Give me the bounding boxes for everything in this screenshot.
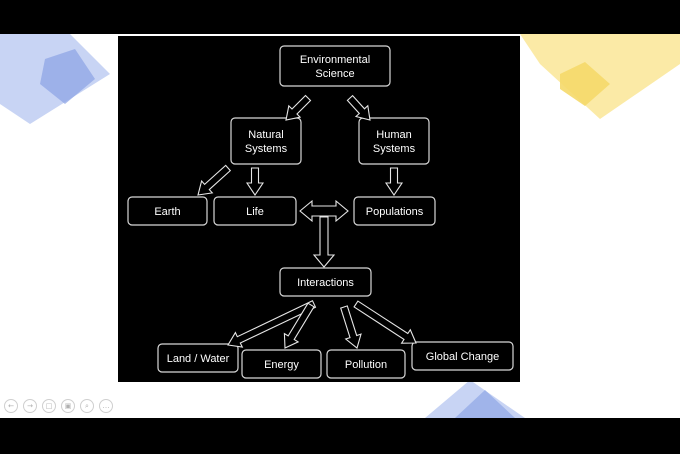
node-label: Science <box>315 68 354 80</box>
svg-text:Global Change: Global Change <box>426 351 499 363</box>
more-icon[interactable]: … <box>99 399 113 413</box>
next-icon[interactable]: → <box>23 399 37 413</box>
svg-text:Life: Life <box>246 206 264 218</box>
node-label: Systems <box>245 143 288 155</box>
prev-icon[interactable]: ← <box>4 399 18 413</box>
arrow-interactions-to-global-change <box>353 300 417 344</box>
node-label: Interactions <box>297 277 354 289</box>
arrow-interactions-to-pollution <box>340 305 362 349</box>
arrow-human-to-populations <box>384 167 404 196</box>
node-label: Human <box>376 129 411 141</box>
arrow-interactions-to-energy <box>283 302 315 349</box>
zoom-icon[interactable]: ⌕ <box>80 399 94 413</box>
node-label: Natural <box>248 129 283 141</box>
node-land-water: Land / Water <box>157 343 239 373</box>
node-label: Global Change <box>426 351 499 363</box>
node-label: Life <box>246 206 264 218</box>
svg-text:Energy: Energy <box>264 359 299 371</box>
yellow-diamond-decoration <box>520 34 680 119</box>
svg-text:Interactions: Interactions <box>297 277 354 289</box>
node-pollution: Pollution <box>326 349 406 379</box>
node-label: Environmental <box>300 54 370 66</box>
image-icon[interactable]: ▣ <box>61 399 75 413</box>
blue-diamond-decoration <box>0 34 110 124</box>
arrow-life-populations-bidirectional <box>299 199 349 223</box>
node-life: Life <box>213 196 297 226</box>
node-label: Land / Water <box>167 353 230 365</box>
node-label: Populations <box>366 206 424 218</box>
node-label: Systems <box>373 143 416 155</box>
node-label: Earth <box>154 206 180 218</box>
node-energy: Energy <box>241 349 322 379</box>
node-label: Pollution <box>345 359 387 371</box>
svg-text:Populations: Populations <box>366 206 424 218</box>
svg-text:Earth: Earth <box>154 206 180 218</box>
arrow-to-interactions <box>312 216 336 268</box>
node-label: Energy <box>264 359 299 371</box>
viewer-toolbar: ← → □ ▣ ⌕ … <box>4 399 113 413</box>
copy-icon[interactable]: □ <box>42 399 56 413</box>
arrow-env-to-human <box>346 94 371 121</box>
arrow-natural-to-earth <box>197 164 232 196</box>
arrow-env-to-natural <box>285 94 312 121</box>
svg-text:Pollution: Pollution <box>345 359 387 371</box>
node-populations: Populations <box>353 196 436 226</box>
node-interactions: Interactions <box>279 267 372 297</box>
arrow-natural-to-life <box>245 167 265 196</box>
blue-triangle-decoration <box>425 380 525 418</box>
node-earth: Earth <box>127 196 208 226</box>
svg-text:Land / Water: Land / Water <box>167 353 230 365</box>
node-global-change: Global Change <box>411 341 514 371</box>
